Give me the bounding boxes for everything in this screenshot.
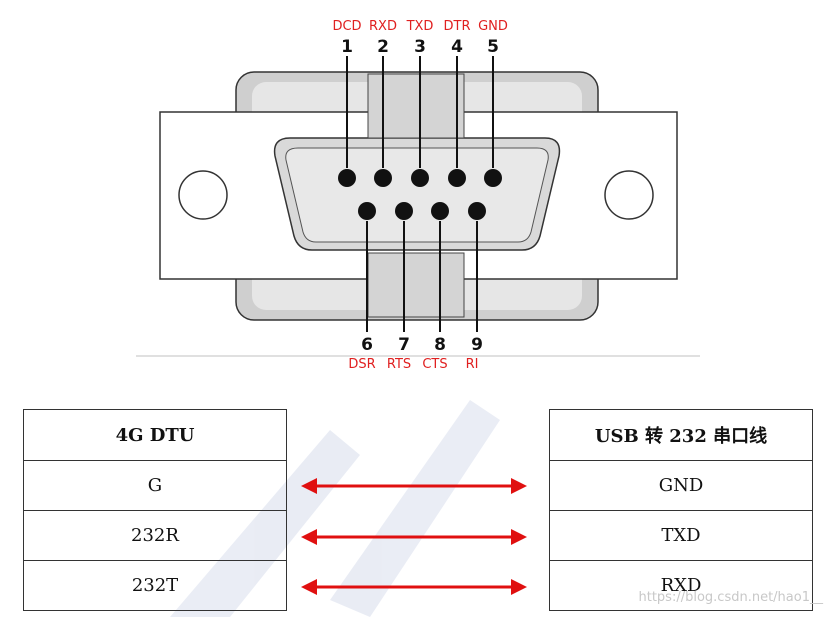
pin-5	[484, 169, 502, 187]
mounting-hole-right	[604, 170, 654, 220]
pin-number-4: 4	[451, 37, 463, 57]
usb-serial-pin-txd: TXD	[549, 510, 813, 561]
dtu-table-header: 4G DTU	[23, 409, 287, 461]
pin-number-8: 8	[434, 335, 446, 355]
pin-signal-rxd: RXD	[369, 19, 397, 34]
pin-1	[338, 169, 356, 187]
usb-serial-pin-rxd: RXD	[549, 560, 813, 611]
pin-signal-dcd: DCD	[332, 19, 361, 34]
pin-signal-rts: RTS	[387, 357, 411, 372]
pin-9	[468, 202, 486, 220]
pin-2	[374, 169, 392, 187]
pin-6	[358, 202, 376, 220]
pin-number-9: 9	[471, 335, 483, 355]
dtu-pin-232r: 232R	[23, 510, 287, 561]
pin-number-7: 7	[398, 335, 410, 355]
pin-number-6: 6	[361, 335, 373, 355]
pin-number-2: 2	[377, 37, 389, 57]
pin-signal-txd: TXD	[406, 19, 434, 34]
pin-7	[395, 202, 413, 220]
pin-3	[411, 169, 429, 187]
pin-number-5: 5	[487, 37, 499, 57]
dtu-pin-232t: 232T	[23, 560, 287, 611]
pin-signal-ri: RI	[466, 357, 479, 372]
arrow-row-3	[301, 579, 527, 595]
csdn-watermark: https://blog.csdn.net/hao1__	[638, 590, 824, 605]
arrow-row-1	[301, 478, 527, 494]
pin-signal-gnd: GND	[478, 19, 508, 34]
pin-number-1: 1	[341, 37, 353, 57]
shell-tab-bottom	[367, 252, 465, 318]
pin-8	[431, 202, 449, 220]
pin-signal-cts: CTS	[422, 357, 447, 372]
arrow-row-2	[301, 529, 527, 545]
pin-number-3: 3	[414, 37, 426, 57]
pin-4	[448, 169, 466, 187]
dtu-pin-g: G	[23, 460, 287, 511]
pin-signal-dtr: DTR	[444, 19, 471, 34]
connection-arrows	[301, 478, 527, 595]
mounting-hole-left	[178, 170, 228, 220]
usb-serial-pin-table: USB 转 232 串口线 GND TXD RXD	[549, 409, 813, 611]
usb-serial-pin-gnd: GND	[549, 460, 813, 511]
dsub-insert	[285, 147, 549, 243]
dtu-pin-table: 4G DTU G 232R 232T	[23, 409, 287, 611]
pin-signal-dsr: DSR	[348, 357, 375, 372]
usb-serial-table-header: USB 转 232 串口线	[549, 409, 813, 461]
